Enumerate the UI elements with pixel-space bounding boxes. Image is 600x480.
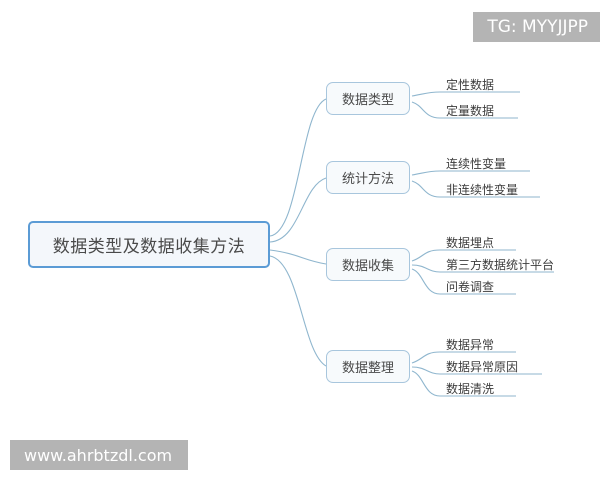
root-node-label: 数据类型及数据收集方法 <box>52 237 246 257</box>
branch-node-3[interactable]: 数据收集 <box>326 248 410 281</box>
branch-node-2[interactable]: 统计方法 <box>326 161 410 194</box>
leaf-label-2-2[interactable]: 非连续性变量 <box>446 183 519 197</box>
leaf-label-4-2[interactable]: 数据异常原因 <box>446 360 519 374</box>
watermark-top-right: TG: MYYJJPP <box>473 12 600 42</box>
leaf-label-1-1[interactable]: 定性数据 <box>446 78 495 92</box>
root-node[interactable]: 数据类型及数据收集方法 <box>28 221 270 268</box>
connector-branch-2-child-1 <box>411 170 530 176</box>
branch-node-4-label: 数据整理 <box>341 361 394 376</box>
connector-root-branch-2 <box>269 177 327 243</box>
leaf-label-1-2[interactable]: 定量数据 <box>446 104 495 118</box>
connector-branch-1-child-1 <box>411 91 520 97</box>
leaf-label-4-3[interactable]: 数据清洗 <box>446 382 495 396</box>
connector-root-branch-4 <box>269 255 327 367</box>
leaf-label-3-3[interactable]: 问卷调查 <box>446 280 495 294</box>
connector-root-branch-1 <box>269 98 327 237</box>
branch-node-3-label: 数据收集 <box>341 259 394 274</box>
leaf-label-2-1[interactable]: 连续性变量 <box>446 157 507 171</box>
branch-node-1[interactable]: 数据类型 <box>326 82 410 115</box>
connector-root-branch-3 <box>269 249 327 265</box>
leaf-label-3-1[interactable]: 数据埋点 <box>446 236 495 250</box>
branch-node-1-label: 数据类型 <box>341 93 394 108</box>
leaf-label-4-1[interactable]: 数据异常 <box>446 338 495 352</box>
branch-node-4[interactable]: 数据整理 <box>326 350 410 383</box>
leaf-label-3-2[interactable]: 第三方数据统计平台 <box>446 258 555 272</box>
watermark-bottom-left: www.ahrbtzdl.com <box>10 440 189 470</box>
branch-node-2-label: 统计方法 <box>341 172 394 187</box>
